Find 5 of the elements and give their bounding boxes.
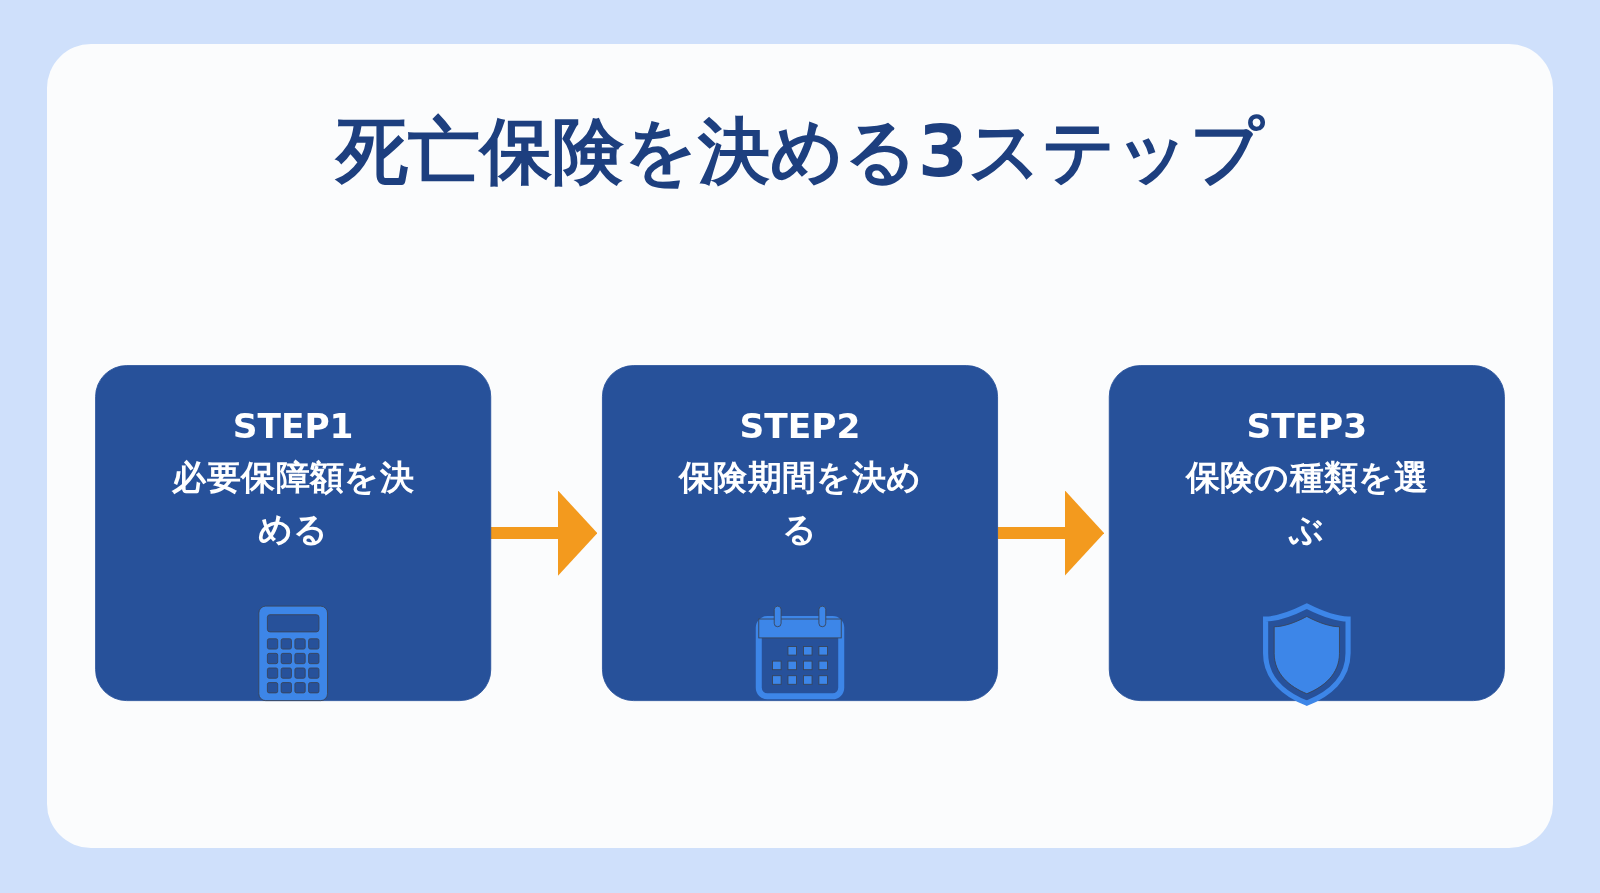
step-box: STEP2 保険期間を決める <box>602 364 998 701</box>
arrow <box>997 489 1105 576</box>
step-box: STEP1 必要保障額を決める <box>95 364 492 701</box>
arrow <box>490 489 598 576</box>
title: 死亡保険を決める3ステップ <box>334 108 1266 195</box>
